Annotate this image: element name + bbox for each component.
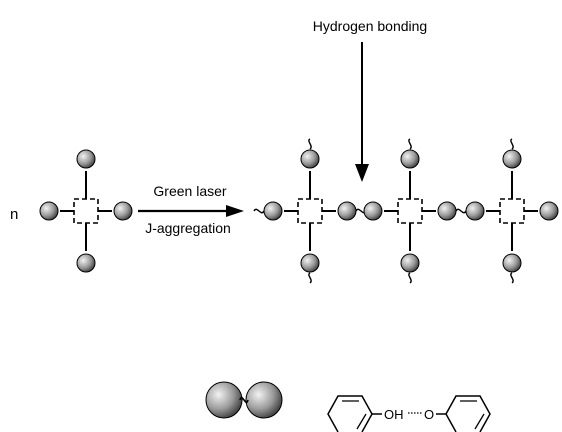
oxygen-label: O — [424, 407, 434, 422]
sphere-pair-legend — [205, 381, 283, 419]
hydrogen-bond-link-2 — [455, 208, 467, 214]
phenol-hydrogen-bond-structure: OH O — [327, 395, 491, 432]
aggregate-unit-1 — [263, 138, 357, 284]
aggregation-type-label: J-aggregation — [145, 220, 231, 236]
aggregate-unit-3 — [465, 138, 559, 284]
aggregate-unit-2 — [363, 138, 457, 284]
hydroxyl-label: OH — [384, 407, 404, 422]
reaction-condition-label: Green laser — [153, 183, 226, 199]
hydrogen-bond-pointer-arrow — [355, 42, 369, 182]
monomer-count-label: n — [10, 206, 18, 223]
monomer-unit — [39, 149, 133, 273]
hydrogen-bonding-label: Hydrogen bonding — [313, 18, 427, 34]
aggregate-chain — [253, 138, 559, 284]
reaction-arrow — [138, 205, 244, 217]
